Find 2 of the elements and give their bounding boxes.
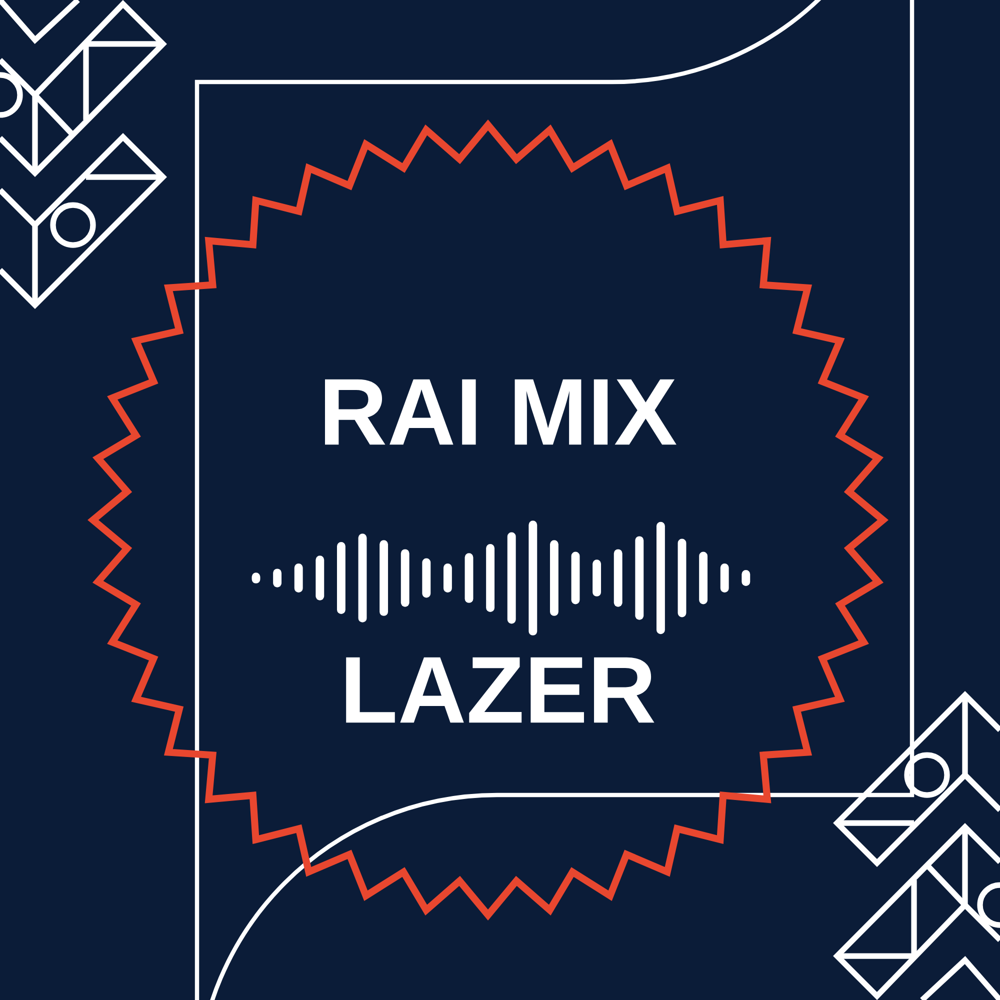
title-text: LAZER — [346, 657, 654, 723]
title-text: RAI MIX — [325, 379, 676, 445]
